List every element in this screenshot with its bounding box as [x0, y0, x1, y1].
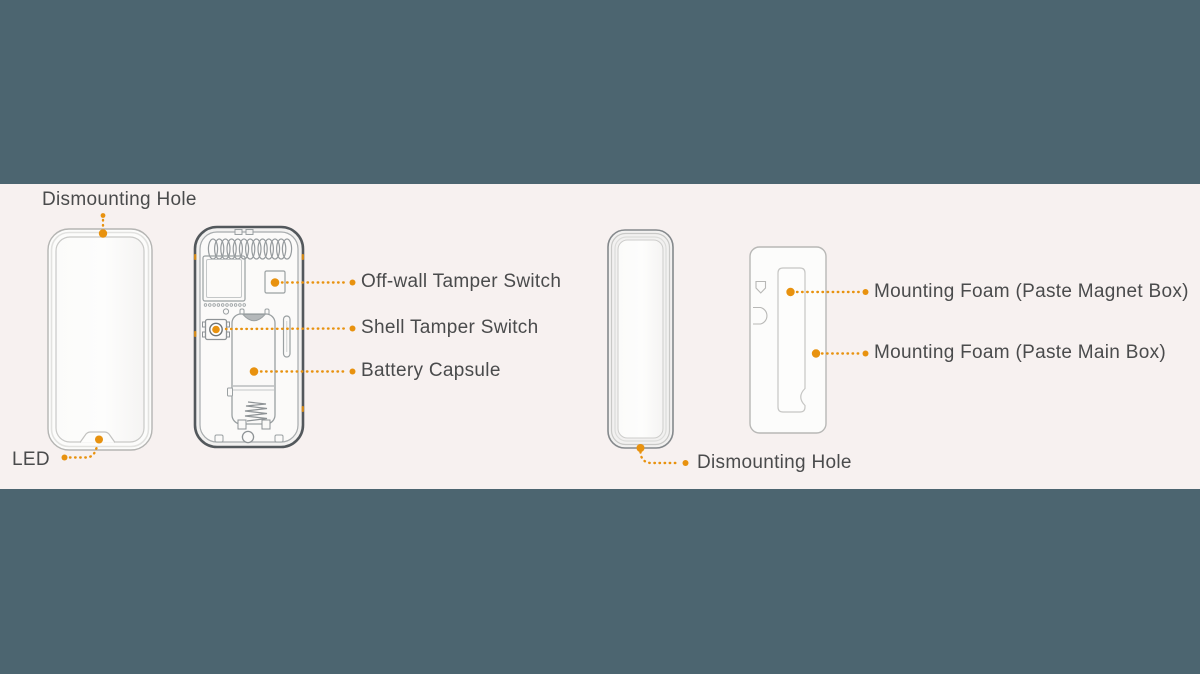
leader-mounting-foam-magnet — [786, 287, 869, 297]
main-box-internal-view — [193, 225, 305, 449]
main-box-front-view — [47, 228, 153, 451]
leader-mounting-foam-main — [811, 349, 869, 358]
leader-shell-tamper-switch — [212, 325, 356, 334]
label-mounting-foam-main: Mounting Foam (Paste Main Box) — [874, 342, 1167, 363]
leader-battery-capsule — [249, 367, 356, 376]
leader-off-wall-tamper-switch — [270, 278, 356, 287]
main-box-back-view — [749, 246, 827, 434]
label-dismounting-hole-bottom: Dismounting Hole — [697, 452, 852, 473]
battery-spring-icon — [244, 401, 268, 422]
pcb-module — [202, 255, 246, 315]
label-led: LED — [12, 449, 50, 470]
coil-antenna-icon — [207, 238, 293, 260]
leader-dismounting-hole-bottom — [636, 444, 689, 466]
leader-led — [61, 435, 103, 461]
label-dismounting-hole-top: Dismounting Hole — [42, 189, 197, 210]
side-notch — [753, 306, 768, 325]
shield-cutout — [755, 280, 767, 294]
label-shell-tamper-switch: Shell Tamper Switch — [361, 317, 539, 338]
label-battery-capsule: Battery Capsule — [361, 360, 501, 381]
leader-dismounting-hole-top — [98, 213, 108, 238]
label-mounting-foam-magnet: Mounting Foam (Paste Magnet Box) — [874, 281, 1189, 302]
label-off-wall-tamper-switch: Off-wall Tamper Switch — [361, 271, 562, 292]
mounting-foam-slot — [777, 267, 806, 413]
magnet-box-front-view — [607, 229, 674, 449]
